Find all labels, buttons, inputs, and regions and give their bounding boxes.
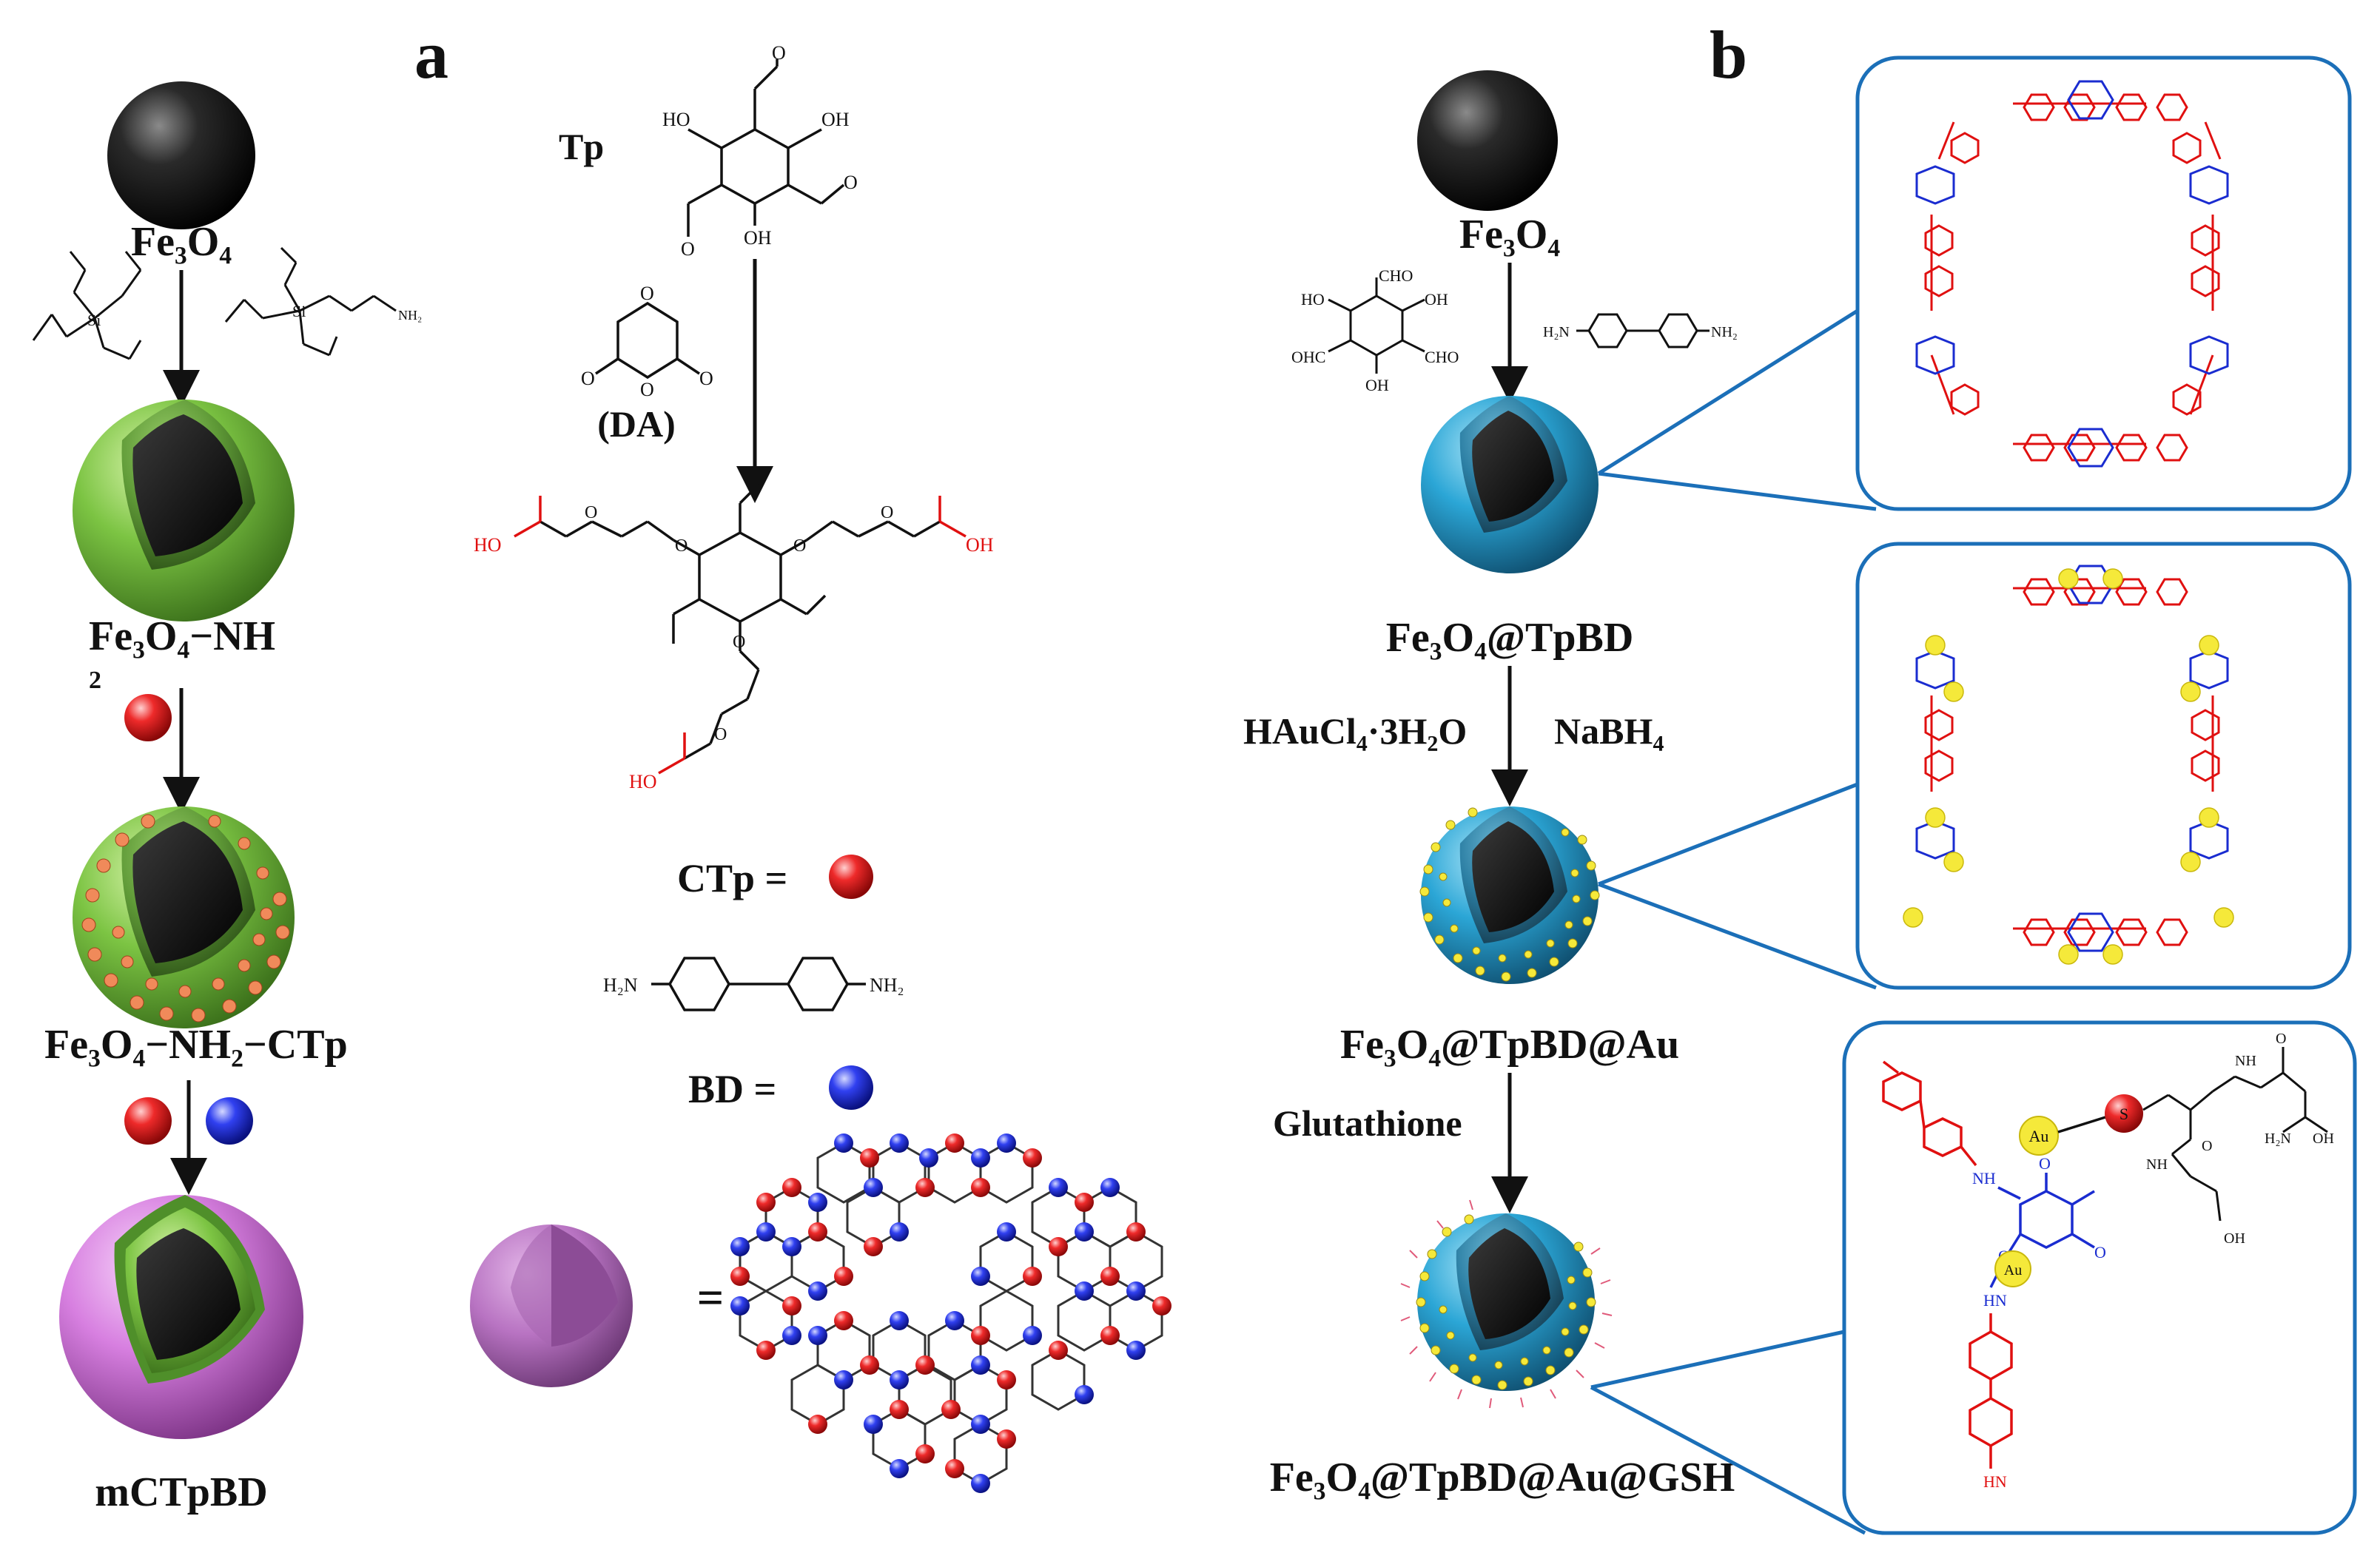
fe3o4-core-sphere-a bbox=[107, 81, 255, 229]
teos-molecule bbox=[32, 251, 142, 360]
bd-legend-sphere bbox=[829, 1065, 873, 1110]
tp-ho-left: HO bbox=[662, 109, 690, 130]
c3-hn: HN bbox=[1983, 1291, 2007, 1310]
label-nabh4: NaBH₄ bbox=[1554, 710, 1664, 752]
ctp-ho-left: HO bbox=[474, 534, 502, 556]
ctp-acid-groups bbox=[514, 496, 967, 775]
teos-si: Si bbox=[87, 311, 101, 329]
ctp-o-ether-b: O bbox=[714, 725, 727, 744]
mctpbd-sphere bbox=[59, 1195, 303, 1439]
gsh-nh-1: NH bbox=[2235, 1053, 2256, 1069]
callout-3: NH O O O HN Au S Au bbox=[1590, 1020, 2357, 1535]
label-fe3o4-b: Fe₃O₄ bbox=[1459, 212, 1560, 257]
label-nh2-subscript: 2 bbox=[89, 667, 101, 694]
tp-oh-right: OH bbox=[821, 109, 850, 130]
da-molecule bbox=[595, 301, 700, 380]
gsh-o-2: O bbox=[2202, 1138, 2212, 1154]
aptes-si: Si bbox=[292, 302, 306, 320]
callout-2 bbox=[1598, 542, 2352, 990]
au-s-bond bbox=[2057, 1116, 2106, 1133]
tpb-ho-l: HO bbox=[1301, 290, 1325, 309]
fe3o4-tpbd-au-gsh-sphere bbox=[1400, 1199, 1613, 1409]
label-da: (DA) bbox=[597, 403, 676, 445]
fe3o4-nh2-ctp-sphere bbox=[73, 806, 295, 1028]
tpb-cho-r: CHO bbox=[1425, 348, 1459, 366]
au-atom-1 bbox=[2019, 1116, 2059, 1156]
cof-lattice bbox=[730, 1133, 1171, 1493]
fe3o4-tpbd-au-sphere bbox=[1419, 806, 1600, 984]
label-haucl4: HAuCl₄·3H₂O bbox=[1243, 710, 1467, 752]
callout-1 bbox=[1597, 55, 2352, 511]
label-glutathione: Glutathione bbox=[1273, 1102, 1462, 1144]
gsh-oh-2: OH bbox=[2224, 1230, 2245, 1247]
c3-o-2: O bbox=[2094, 1243, 2106, 1261]
label-fe3o4-nh2-ctp: Fe₃O₄−NH₂−CTp bbox=[44, 1022, 348, 1068]
ctp-sphere-small-1 bbox=[124, 694, 172, 741]
ctp-o-ester-r: O bbox=[793, 536, 806, 556]
label-fe3o4-nh: Fe₃O₄−NH bbox=[89, 613, 275, 659]
da-o-top: O bbox=[640, 283, 654, 304]
panel-label-a: a bbox=[414, 17, 448, 92]
label-fe3o4-tpbd-au: Fe₃O₄@TpBD@Au bbox=[1340, 1022, 1679, 1068]
ctp-ho-bottom: HO bbox=[629, 771, 657, 792]
s-label: S bbox=[2120, 1105, 2128, 1123]
aptes-nh2: NH₂ bbox=[398, 308, 422, 323]
ctp-o-ether-r: O bbox=[881, 503, 893, 522]
bdb-h2n: H₂N bbox=[1543, 324, 1570, 340]
da-o-bottom: O bbox=[640, 379, 654, 400]
ctp-o-ester-b: O bbox=[733, 633, 745, 652]
au-label-2: Au bbox=[2004, 1262, 2022, 1279]
tpb-oh-b: OH bbox=[1365, 376, 1389, 394]
label-final: Fe₃O₄@TpBD@Au@GSH bbox=[1270, 1455, 1735, 1500]
tp-oh-bottom: OH bbox=[744, 227, 772, 249]
ctp-molecule bbox=[539, 483, 941, 760]
ctp-sphere-small-2 bbox=[124, 1097, 172, 1145]
cof-shell-sphere bbox=[470, 1224, 633, 1387]
s-atom bbox=[2105, 1094, 2143, 1133]
label-mctpbd: mCTpBD bbox=[95, 1469, 267, 1515]
tp-o-left: O bbox=[681, 238, 695, 260]
gsh-h2n: H₂N bbox=[2265, 1131, 2291, 1147]
ctp-o-ether-l: O bbox=[585, 503, 597, 522]
da-o-left: O bbox=[581, 368, 595, 389]
equals-sign: = bbox=[697, 1271, 724, 1324]
tp-molecule bbox=[687, 59, 845, 237]
bd-h2n: H₂N bbox=[603, 974, 638, 996]
ctp-o-ester-l: O bbox=[675, 536, 688, 556]
c3-o-1: O bbox=[2039, 1154, 2051, 1173]
gsh-oh-1: OH bbox=[2313, 1131, 2334, 1147]
panel-label-b: b bbox=[1710, 17, 1747, 92]
c3-nh-top: NH bbox=[1972, 1169, 1996, 1188]
ctp-legend-sphere bbox=[829, 855, 873, 899]
gsh-nh-2: NH bbox=[2146, 1156, 2168, 1173]
label-tp: Tp bbox=[559, 126, 604, 167]
bdb-nh2: NH₂ bbox=[1711, 324, 1738, 340]
fe3o4-nh2-sphere bbox=[73, 400, 295, 621]
c3-hn-bottom: HN bbox=[1983, 1472, 2007, 1491]
tp-o-right: O bbox=[844, 172, 858, 193]
fe3o4-tpbd-sphere bbox=[1421, 396, 1599, 573]
bd-molecule-a bbox=[651, 957, 866, 1011]
tpb-ohc-l: OHC bbox=[1291, 348, 1325, 366]
bd-sphere-small bbox=[206, 1097, 253, 1145]
bd-nh2: NH₂ bbox=[870, 974, 904, 996]
ctp-oh-right: OH bbox=[966, 534, 994, 556]
tp-o-top: O bbox=[772, 42, 786, 64]
label-fe3o4-tpbd: Fe₃O₄@TpBD bbox=[1386, 615, 1634, 661]
label-fe3o4-a: Fe₃O₄ bbox=[131, 219, 232, 265]
label-ctp-eq: CTp = bbox=[677, 856, 787, 900]
au-atom-2 bbox=[1994, 1250, 2031, 1287]
aptes-molecule bbox=[224, 246, 397, 357]
bd-molecule-b bbox=[1576, 313, 1710, 348]
tpb-oh-r: OH bbox=[1425, 290, 1448, 309]
tp-molecule-b bbox=[1328, 277, 1425, 374]
gsh-o-1: O bbox=[2276, 1031, 2286, 1047]
da-o-right: O bbox=[699, 368, 713, 389]
au-label-1: Au bbox=[2029, 1127, 2049, 1145]
label-bd-eq: BD = bbox=[688, 1067, 776, 1111]
tpb-cho-top: CHO bbox=[1379, 266, 1413, 285]
fe3o4-core-sphere-b bbox=[1417, 70, 1558, 211]
